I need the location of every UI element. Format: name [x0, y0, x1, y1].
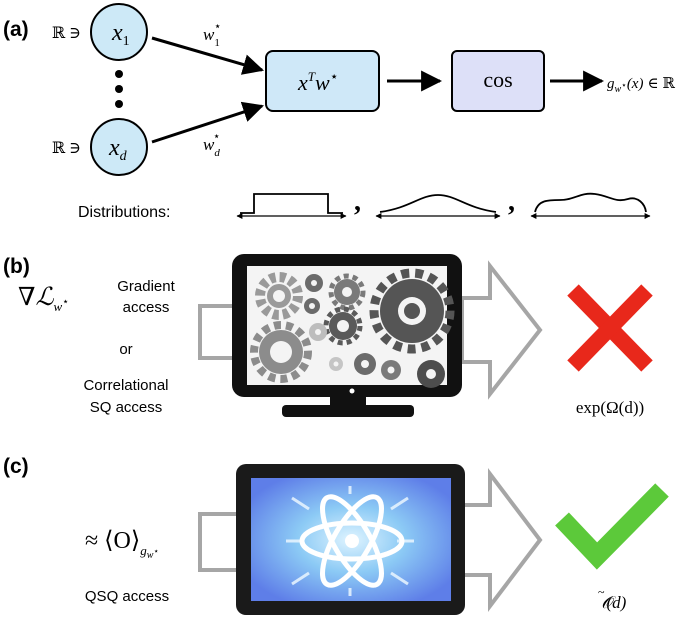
panel-a: (a) ℝ ∋ x1 ℝ ∋ xd w1⋆ wd⋆ xTw⋆ cos gw⋆(x…: [3, 3, 675, 221]
realset-label-last: ℝ ∋: [52, 140, 81, 157]
gear-icon: [329, 357, 343, 371]
gear-icon: [369, 268, 455, 354]
atom-icon: [299, 494, 405, 588]
input-node-last: [90, 118, 148, 176]
ellipsis-dots: [115, 70, 123, 108]
gear-icon: [354, 353, 376, 375]
gradient-access-line1: Gradient: [117, 278, 175, 295]
weight-arrow-first: [151, 36, 265, 75]
gear-icon: [417, 360, 445, 388]
dist-separator-2: ,: [508, 186, 515, 217]
gear-icon: [304, 298, 320, 314]
gear-icon: [305, 274, 323, 292]
panel-c: (c) ≈ ⟨O⟩gw⋆ QSQ access: [3, 455, 669, 615]
correlational-line1: Correlational: [83, 377, 168, 394]
panel-a-label: (a): [3, 18, 29, 41]
inner-product-label: xTw⋆: [297, 69, 338, 95]
weight-label-first: w1⋆: [203, 19, 221, 49]
activation-box: [451, 50, 545, 112]
activation-label: cos: [483, 67, 512, 92]
classical-result: exp(Ω(d)): [576, 398, 644, 417]
weight-label-last: wd⋆: [203, 129, 220, 159]
gear-icon: [328, 273, 366, 311]
flow-arrow-out-b: [460, 260, 543, 400]
gear-icon: [309, 323, 327, 341]
input-node-last-label: xd: [108, 135, 128, 164]
cross-icon: [567, 284, 653, 372]
quantum-computer-icon: [236, 464, 465, 615]
distributions-label: Distributions:: [78, 204, 170, 221]
realset-label-first: ℝ ∋: [52, 25, 81, 42]
quantum-result: 𝒪~(d): [598, 585, 627, 612]
panel-b-label: (b): [3, 255, 30, 278]
dist-wavy: [530, 192, 651, 219]
observable-expectation: ≈ ⟨O⟩gw⋆: [85, 528, 159, 561]
weight-arrow-last: [151, 101, 264, 144]
classical-computer-icon: [232, 254, 462, 417]
correlational-line2: SQ access: [90, 399, 163, 416]
check-icon: [555, 483, 669, 570]
gradient-access-line2: access: [123, 299, 170, 316]
panel-c-label: (c): [3, 455, 29, 478]
flow-arrow-out-c: [460, 468, 543, 612]
gear-icon: [381, 360, 401, 380]
panel-b: (b) ∇ℒw⋆ Gradient access or Correlationa…: [3, 254, 653, 417]
gradient-loss-symbol: ∇ℒw⋆: [18, 284, 69, 314]
gear-icon: [255, 272, 303, 320]
inner-product-box: [265, 50, 380, 112]
or-label: or: [119, 341, 132, 358]
gear-icon: [250, 321, 312, 383]
dist-bump: [375, 194, 501, 219]
qsq-access-label: QSQ access: [85, 588, 169, 605]
output-label: gw⋆(x)∈ ℝ: [607, 76, 675, 95]
dist-uniform: [236, 193, 347, 219]
dist-separator-1: ,: [354, 186, 361, 217]
gear-icon: [323, 306, 363, 346]
input-node-first: [90, 3, 148, 61]
input-node-first-label: x1: [111, 20, 130, 49]
